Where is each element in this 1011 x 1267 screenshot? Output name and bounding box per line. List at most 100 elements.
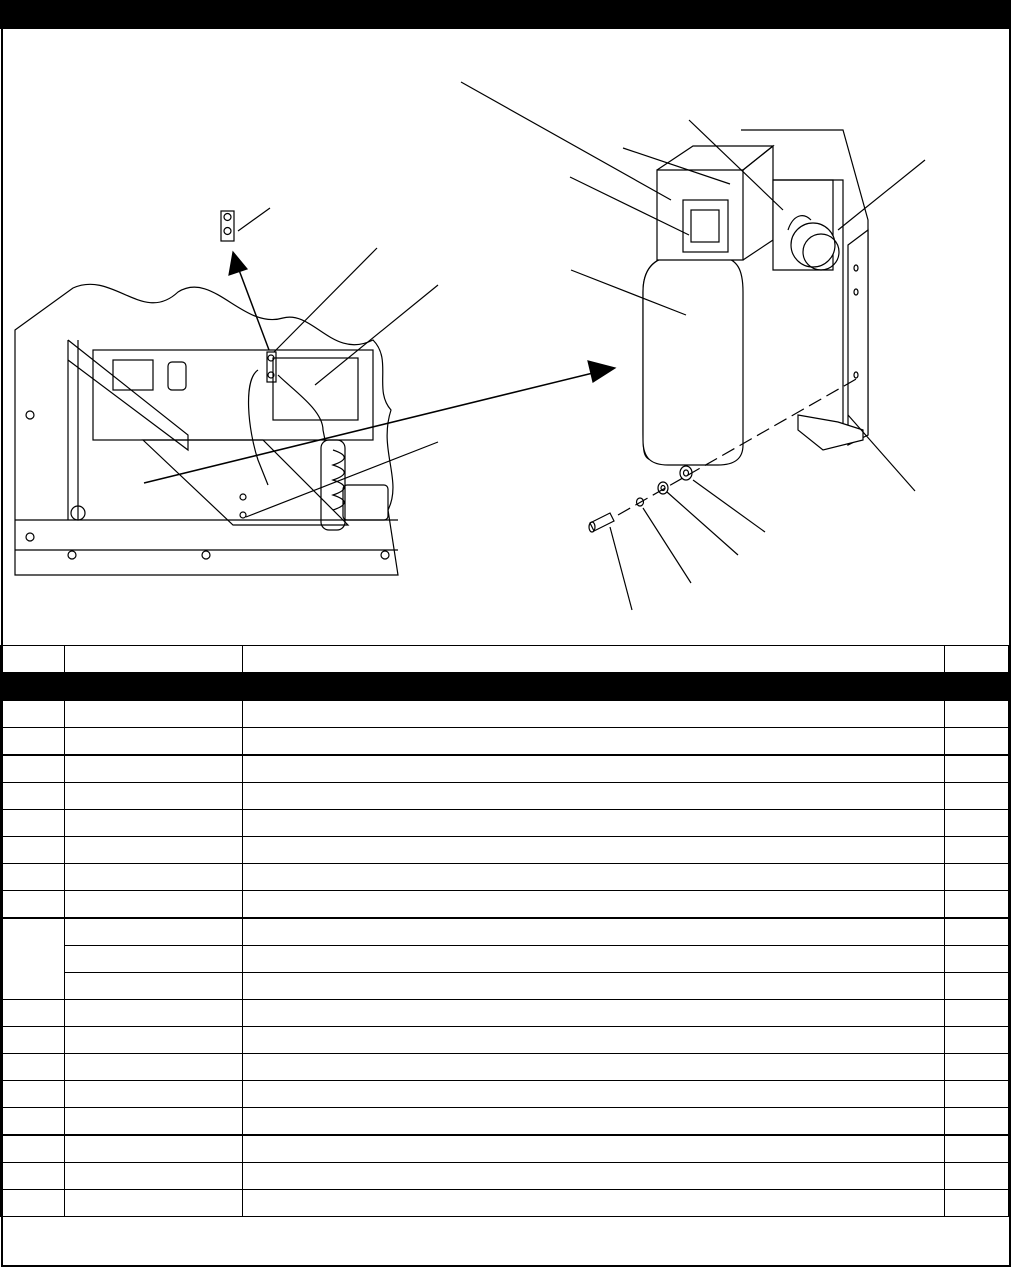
cell xyxy=(0,754,66,783)
table-row xyxy=(1,945,1010,973)
cell xyxy=(943,809,1010,837)
cell xyxy=(943,917,1010,946)
cell xyxy=(943,999,1010,1027)
cell xyxy=(943,890,1010,919)
header-bar xyxy=(0,0,1011,29)
table-row xyxy=(0,1107,1010,1136)
cell xyxy=(241,1080,945,1108)
cell xyxy=(0,890,66,919)
cell xyxy=(241,972,945,1000)
cell xyxy=(64,863,243,891)
cell xyxy=(64,809,243,837)
header-description xyxy=(241,645,945,673)
cell xyxy=(241,1053,945,1081)
table-row xyxy=(0,917,1010,1000)
cell xyxy=(943,1026,1010,1054)
table-header-row xyxy=(0,645,1010,673)
cell xyxy=(64,700,243,728)
cell xyxy=(0,836,66,864)
cell xyxy=(0,999,66,1027)
cell xyxy=(64,999,243,1027)
cell xyxy=(64,1080,243,1108)
header-quantity xyxy=(943,645,1010,673)
cell xyxy=(0,863,66,891)
cell xyxy=(943,972,1010,1000)
cell xyxy=(241,1162,945,1190)
cell xyxy=(0,1189,66,1217)
cell xyxy=(943,782,1010,810)
cell xyxy=(64,1053,243,1081)
exploded-illustration xyxy=(14,81,926,611)
cell xyxy=(943,945,1010,973)
header-part-no xyxy=(64,645,243,673)
cell xyxy=(0,700,66,728)
cell xyxy=(943,863,1010,891)
table-row xyxy=(0,754,1010,783)
cell xyxy=(241,700,945,728)
cell xyxy=(0,727,66,756)
cell xyxy=(943,836,1010,864)
cell xyxy=(0,917,66,1000)
chassis-view xyxy=(14,283,399,576)
cell xyxy=(241,727,945,756)
table-row xyxy=(0,1080,1010,1108)
cell xyxy=(241,945,945,973)
table-row xyxy=(0,1162,1010,1190)
cell xyxy=(943,1080,1010,1108)
direction-arrows xyxy=(143,250,617,484)
cell xyxy=(64,727,243,756)
table-row xyxy=(1,972,1010,1000)
cell xyxy=(241,1189,945,1217)
cell xyxy=(241,1026,945,1054)
cell xyxy=(64,1026,243,1054)
cell xyxy=(943,1053,1010,1081)
table-row xyxy=(0,1026,1010,1054)
cell xyxy=(241,890,945,919)
cell xyxy=(241,1107,945,1136)
terminal-block-detail xyxy=(220,210,235,242)
cell xyxy=(241,917,945,946)
table-row xyxy=(0,1053,1010,1081)
table-row xyxy=(0,727,1010,756)
table-row xyxy=(0,1189,1010,1217)
table-row xyxy=(0,890,1010,919)
table-row xyxy=(0,700,1010,728)
rectifier-housing xyxy=(642,129,869,466)
cell xyxy=(0,809,66,837)
cell xyxy=(0,1134,66,1163)
cell xyxy=(0,1026,66,1054)
cell xyxy=(0,1162,66,1190)
cell xyxy=(943,754,1010,783)
cell xyxy=(64,972,243,1000)
parts-list-table xyxy=(0,645,1010,1217)
cell xyxy=(241,809,945,837)
cell xyxy=(0,1080,66,1108)
cell xyxy=(943,700,1010,728)
table-row xyxy=(0,836,1010,864)
cell xyxy=(943,1189,1010,1217)
table-row xyxy=(0,782,1010,810)
cell xyxy=(0,1053,66,1081)
cell xyxy=(64,917,243,946)
cell xyxy=(0,1107,66,1136)
cell xyxy=(64,1107,243,1136)
cell xyxy=(943,1162,1010,1190)
cell xyxy=(241,863,945,891)
header-item-no xyxy=(0,645,66,673)
cell xyxy=(943,1107,1010,1136)
cell xyxy=(943,1134,1010,1163)
cell xyxy=(64,1162,243,1190)
cell xyxy=(64,890,243,919)
cell xyxy=(241,1134,945,1163)
table-row xyxy=(0,999,1010,1027)
cell xyxy=(64,945,243,973)
cell xyxy=(64,782,243,810)
cell xyxy=(241,836,945,864)
cell xyxy=(241,999,945,1027)
section-title xyxy=(0,672,1009,701)
cell xyxy=(943,727,1010,756)
cell xyxy=(64,836,243,864)
cell xyxy=(64,754,243,783)
cell xyxy=(241,782,945,810)
leader-lines xyxy=(237,81,926,611)
